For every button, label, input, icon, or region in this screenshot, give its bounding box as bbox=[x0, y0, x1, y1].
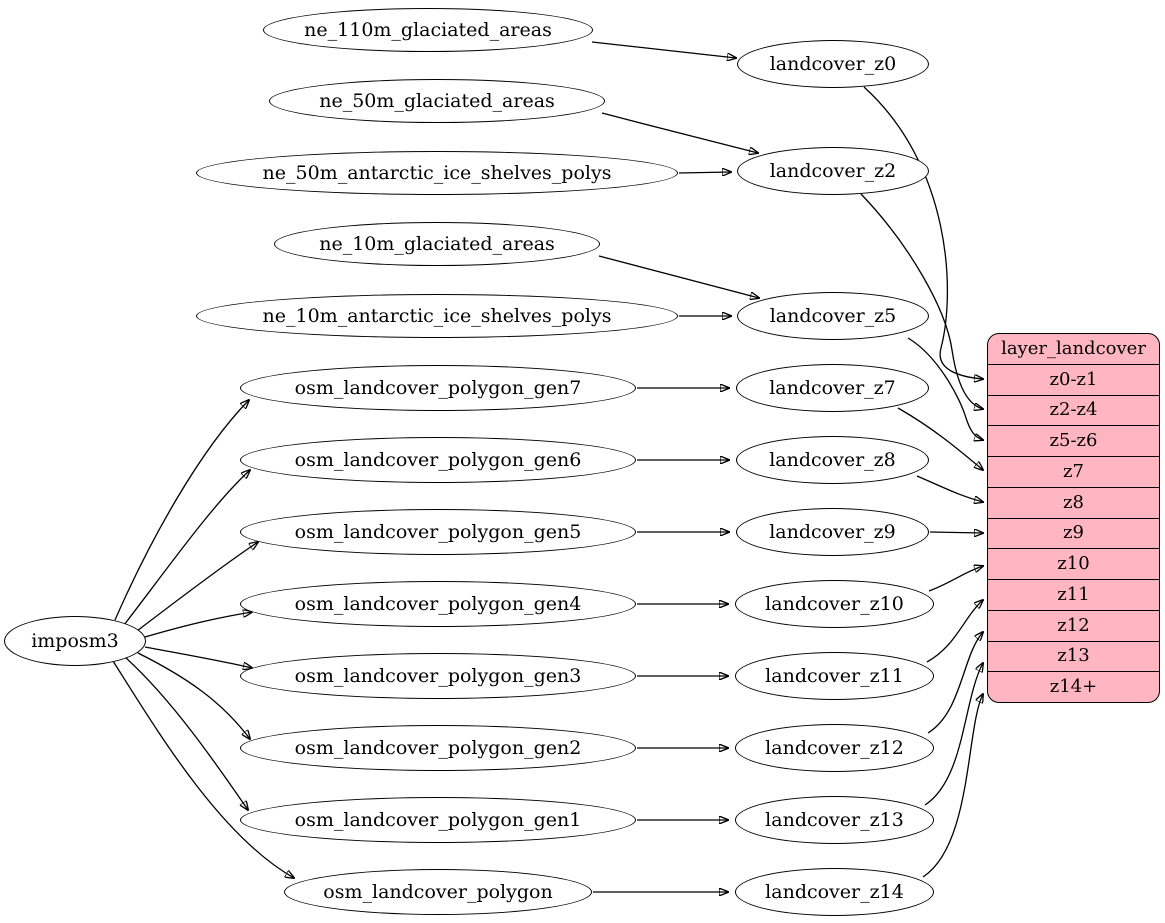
layer-landcover-row-z13: z13 bbox=[988, 640, 1159, 672]
node-landcover-z8: landcover_z8 bbox=[736, 436, 929, 484]
node-ne-10m-glaciated-areas: ne_10m_glaciated_areas bbox=[274, 222, 600, 266]
node-landcover-z9: landcover_z9 bbox=[736, 508, 929, 556]
layer-landcover-row-z14plus: z14+ bbox=[988, 671, 1159, 702]
edge-ne-110m-glaciated-areas-landcover-z0 bbox=[591, 41, 736, 58]
node-landcover-z13: landcover_z13 bbox=[735, 796, 934, 844]
edge-landcover-z7-row-z7 bbox=[897, 407, 983, 470]
edge-imposm3-gen4 bbox=[144, 612, 252, 638]
node-osm-landcover-polygon-gen5: osm_landcover_polygon_gen5 bbox=[240, 509, 636, 555]
node-osm-landcover-polygon-gen6: osm_landcover_polygon_gen6 bbox=[240, 437, 636, 483]
edge-landcover-z11-row-z11 bbox=[926, 600, 983, 663]
layer-landcover-title: layer_landcover bbox=[1001, 337, 1146, 359]
node-osm-landcover-polygon-gen2: osm_landcover_polygon_gen2 bbox=[240, 725, 636, 771]
edge-ne-50m-antarctic-ice-shelves-polys-landcover-z2 bbox=[678, 172, 731, 173]
edge-landcover-z8-row-z8 bbox=[916, 475, 983, 502]
node-landcover-z14: landcover_z14 bbox=[735, 868, 934, 916]
edge-imposm3-gen1 bbox=[125, 657, 248, 810]
edge-imposm3-gen3 bbox=[144, 646, 252, 668]
layer-landcover-row-z5-z6: z5-z6 bbox=[988, 425, 1159, 456]
node-ne-10m-antarctic-ice-shelves-polys: ne_10m_antarctic_ice_shelves_polys bbox=[196, 294, 678, 338]
edge-landcover-z5-row-z5-z6 bbox=[907, 337, 983, 440]
edge-landcover-z9-row-z9 bbox=[929, 532, 983, 533]
node-ne-50m-antarctic-ice-shelves-polys: ne_50m_antarctic_ice_shelves_polys bbox=[196, 151, 678, 195]
edge-ne-10m-glaciated-areas-landcover-z5 bbox=[598, 255, 759, 298]
edge-landcover-z14-row-z14plus bbox=[922, 694, 983, 878]
edge-landcover-z0-row-z0-z1 bbox=[863, 86, 983, 379]
node-osm-landcover-polygon-gen4: osm_landcover_polygon_gen4 bbox=[240, 581, 636, 627]
layer-landcover-row-z7: z7 bbox=[988, 456, 1159, 487]
edge-landcover-z13-row-z13 bbox=[924, 663, 983, 806]
edge-landcover-z10-row-z10 bbox=[928, 566, 983, 592]
edge-landcover-z2-row-z2-z4 bbox=[860, 193, 983, 409]
edge-landcover-z12-row-z12 bbox=[927, 632, 983, 734]
edge-imposm3-gen5 bbox=[136, 542, 258, 632]
layer-landcover-row-z12: z12 bbox=[988, 609, 1159, 641]
node-imposm3: imposm3 bbox=[4, 616, 146, 666]
edge-imposm3-gen6 bbox=[123, 470, 250, 626]
node-landcover-z12: landcover_z12 bbox=[735, 724, 934, 772]
layer-landcover-row-z10: z10 bbox=[988, 548, 1159, 579]
edge-imposm3-gen7 bbox=[114, 400, 249, 621]
layer-landcover-row-z2-z4: z2-z4 bbox=[988, 394, 1159, 426]
edge-imposm3-polygon bbox=[112, 660, 294, 878]
edge-ne-50m-glaciated-areas-landcover-z2 bbox=[601, 112, 758, 153]
layer-landcover-row-z11: z11 bbox=[988, 579, 1159, 610]
layer-landcover-row-z0-z1: z0-z1 bbox=[988, 363, 1159, 395]
node-landcover-z7: landcover_z7 bbox=[736, 364, 929, 412]
node-landcover-z10: landcover_z10 bbox=[735, 580, 934, 628]
layer-landcover-row-z9: z9 bbox=[988, 517, 1159, 549]
layer-landcover-row-z8: z8 bbox=[988, 486, 1159, 518]
node-ne-50m-glaciated-areas: ne_50m_glaciated_areas bbox=[269, 79, 605, 123]
node-osm-landcover-polygon-gen7: osm_landcover_polygon_gen7 bbox=[240, 365, 636, 411]
node-landcover-z5: landcover_z5 bbox=[737, 292, 929, 340]
node-osm-landcover-polygon: osm_landcover_polygon bbox=[284, 869, 592, 915]
node-osm-landcover-polygon-gen1: osm_landcover_polygon_gen1 bbox=[240, 797, 636, 843]
node-landcover-z0: landcover_z0 bbox=[737, 40, 929, 88]
node-layer-landcover: layer_landcover z0-z1 z2-z4 z5-z6 z7 z8 … bbox=[987, 333, 1160, 703]
edge-imposm3-gen2 bbox=[137, 652, 250, 739]
node-landcover-z11: landcover_z11 bbox=[735, 652, 934, 700]
node-osm-landcover-polygon-gen3: osm_landcover_polygon_gen3 bbox=[240, 653, 636, 699]
node-ne-110m-glaciated-areas: ne_110m_glaciated_areas bbox=[263, 8, 593, 52]
node-landcover-z2: landcover_z2 bbox=[737, 147, 929, 195]
